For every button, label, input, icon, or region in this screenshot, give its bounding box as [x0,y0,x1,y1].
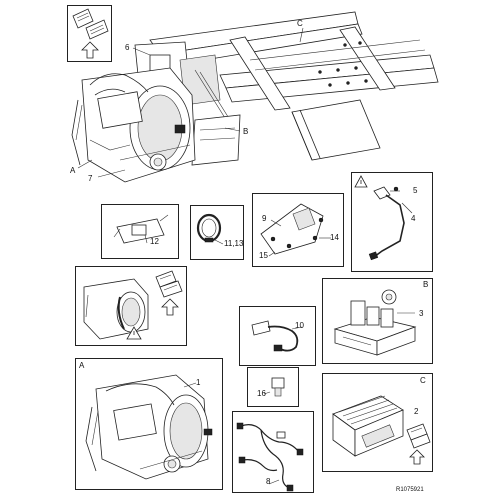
callout-a-main: A [70,166,76,175]
plug-sensor-part [263,377,285,397]
silencer-large-part [85,374,213,480]
clamp-plate-part [113,214,169,244]
callout-15: 15 [259,251,268,260]
callout-7: 7 [88,174,93,183]
callout-5: 5 [413,186,418,195]
part-box-11-13 [190,205,244,260]
callout-c-panel: C [420,376,426,385]
silencer-assembly-part [83,278,149,340]
callout-3: 3 [419,309,424,318]
bracket-plate-part [260,203,331,257]
wiring-harness-part [236,422,304,492]
callout-b-main: B [243,127,249,136]
silencer-detail-box [75,266,187,346]
connector-part [251,320,303,352]
callout-a-panel: A [79,361,85,370]
part-box-12 [101,204,179,259]
part-box-a [75,358,223,490]
warning-triangle-icon [354,175,368,188]
callout-10: 10 [295,321,304,330]
callout-4: 4 [411,214,416,223]
sensor-part [368,186,413,261]
callout-6: 6 [125,43,130,52]
document-icon [155,270,183,298]
up-arrow-icon [81,41,99,59]
control-module-part [332,395,404,457]
document-icon [406,423,431,449]
silencer-unit-main [71,67,196,183]
callout-16: 16 [257,389,266,398]
callout-9: 9 [262,214,267,223]
callout-2: 2 [414,407,419,416]
warning-triangle-icon [126,326,142,340]
reference-code: R1075921 [396,487,424,493]
up-arrow-icon [409,449,425,465]
callout-c-main: C [297,19,303,28]
info-panel-top [67,5,112,62]
part-box-4-5 [351,172,433,272]
part-box-10 [239,306,316,366]
part-box-b [322,278,433,364]
callout-1: 1 [196,378,201,387]
dosing-unit-part [333,289,417,356]
part-box-8 [232,411,314,493]
part-box-9-14-15 [252,193,344,267]
callout-14: 14 [330,233,339,242]
callout-12: 12 [150,237,159,246]
chassis-frame [149,11,439,161]
part-box-c [322,373,433,472]
callout-b-panel: B [423,280,429,289]
part-box-16 [247,367,299,407]
up-arrow-icon [161,298,179,316]
document-icon [72,8,109,40]
callout-8: 8 [266,477,271,486]
callout-11-13: 11,13 [224,239,244,248]
clamp-ring-part [196,213,224,245]
